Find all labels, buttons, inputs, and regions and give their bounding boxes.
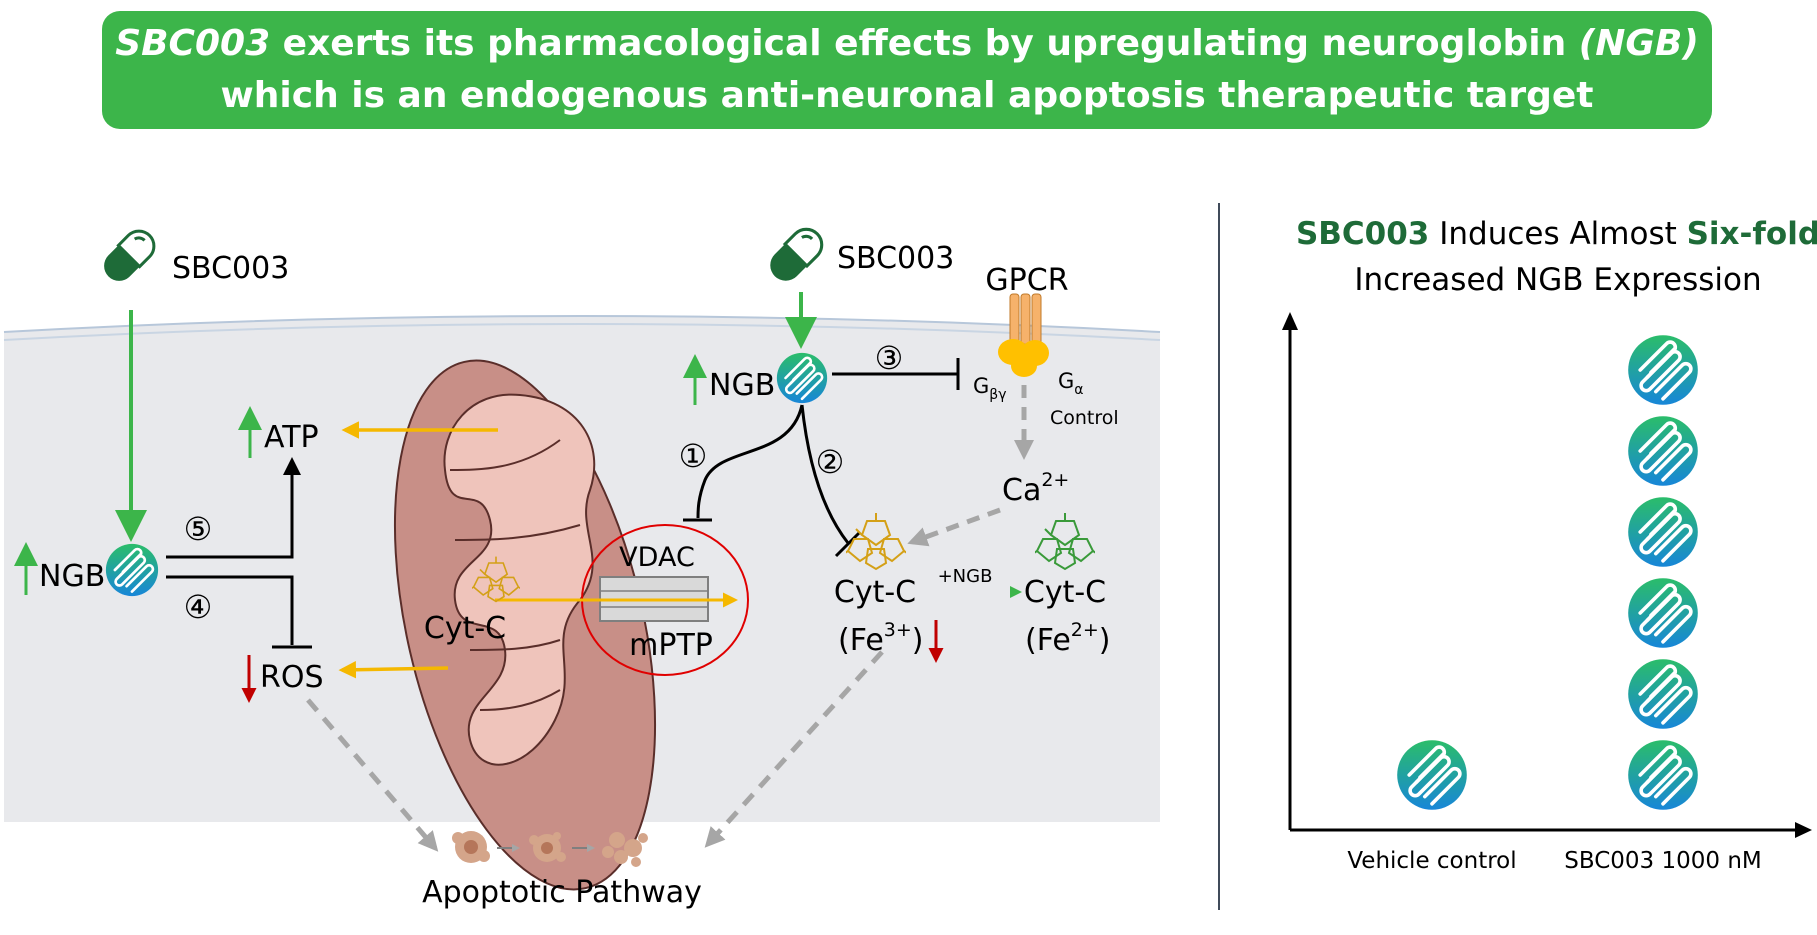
plus-ngb-label: +NGB xyxy=(938,566,993,587)
vdac-label: VDAC xyxy=(619,542,695,573)
x-axis-arrowhead xyxy=(1795,822,1812,838)
chart-title-fold: Six-fold xyxy=(1687,216,1817,252)
cytc-fe2-label: Cyt-C xyxy=(1024,575,1106,610)
apoptotic-pathway-label: Apoptotic Pathway xyxy=(422,875,702,910)
cytc-mito-label: Cyt-C xyxy=(424,611,506,646)
chart-mark-ngb-icon-1-3 xyxy=(1627,496,1699,568)
title-banner: SBC003 exerts its pharmacological effect… xyxy=(102,11,1712,129)
cytc-to-apoptosis-arrow xyxy=(704,650,884,848)
step-4-label: ④ xyxy=(184,588,213,626)
drug-label-right: SBC003 xyxy=(837,241,954,276)
chart-marks xyxy=(1396,334,1699,811)
chart-mark-ngb-icon-0-0 xyxy=(1396,739,1468,811)
cell-membrane-inner xyxy=(3,323,1161,341)
ngb-left-label: NGB xyxy=(39,559,105,594)
mitochondrion xyxy=(393,359,657,891)
calcium-to-cytc-arrow xyxy=(907,507,1001,547)
chart-mark-ngb-icon-1-4 xyxy=(1627,415,1699,487)
pathway-5-arrow xyxy=(166,457,301,559)
banner-line-1: SBC003 exerts its pharmacological effect… xyxy=(102,18,1712,70)
ngb-icon-top xyxy=(776,352,828,404)
step-3-label: ③ xyxy=(875,339,904,377)
chart-title-drug: SBC003 xyxy=(1296,216,1429,252)
step-1-label: ① xyxy=(679,437,708,475)
category-label-vehicle: Vehicle control xyxy=(1347,848,1516,874)
pill-icon-right xyxy=(765,224,827,286)
ngb-top-label: NGB xyxy=(709,368,775,403)
chart-mark-ngb-icon-1-0 xyxy=(1627,739,1699,811)
pathway-1-line xyxy=(696,404,804,519)
atp-label: ATP xyxy=(264,420,319,455)
apoptotic-cells-icon xyxy=(452,831,648,867)
g-beta-gamma-label: Gβγ xyxy=(973,374,1007,403)
chart-title-middle: Induces Almost xyxy=(1429,216,1686,252)
control-label: Control xyxy=(1050,407,1119,429)
chart-mark-ngb-icon-1-5 xyxy=(1627,334,1699,406)
gpcr-label: GPCR xyxy=(985,263,1068,298)
ngb-expression-chart: SBC003 Induces Almost Six-fold Increased… xyxy=(1282,216,1817,874)
chart-mark-ngb-icon-1-1 xyxy=(1627,658,1699,730)
cytc-fe3-label: Cyt-C xyxy=(834,575,916,610)
cell-membrane xyxy=(3,315,1161,333)
chart-title-line-1: SBC003 Induces Almost Six-fold xyxy=(1296,216,1817,252)
pathway-4-line xyxy=(166,575,294,645)
banner-line1-text: exerts its pharmacological effects by up… xyxy=(270,23,1579,64)
ros-label: ROS xyxy=(260,660,324,695)
ros-production-arrow xyxy=(338,660,449,679)
y-axis-arrowhead xyxy=(1282,312,1298,330)
mptp-label: mPTP xyxy=(629,628,713,663)
fe2-label: (Fe2+) xyxy=(1025,619,1111,658)
step-2-label: ② xyxy=(816,443,845,481)
banner-drug: SBC003 xyxy=(115,23,271,64)
ngb-icon-left xyxy=(105,543,159,597)
g-alpha-label: Gα xyxy=(1058,369,1084,398)
banner-protein: (NGB) xyxy=(1578,23,1699,64)
category-label-sbc003: SBC003 1000 nM xyxy=(1564,848,1762,874)
pill-icon-left xyxy=(99,226,159,286)
pathway-2-inhibition-bar xyxy=(834,530,862,558)
ros-to-apoptosis-arrow xyxy=(306,698,439,852)
calcium-label: Ca2+ xyxy=(1002,469,1069,508)
chart-title-line-2: Increased NGB Expression xyxy=(1354,262,1761,298)
fe3-label: (Fe3+) xyxy=(838,619,924,658)
pathway-2-line xyxy=(800,404,850,544)
gpcr-receptor xyxy=(998,293,1049,377)
banner-line-2: which is an endogenous anti-neuronal apo… xyxy=(220,75,1594,116)
chart-mark-ngb-icon-1-2 xyxy=(1627,577,1699,649)
ngb-reduction-arrowhead xyxy=(1010,586,1022,598)
step-5-label: ⑤ xyxy=(184,510,213,548)
drug-label-left: SBC003 xyxy=(172,251,289,286)
